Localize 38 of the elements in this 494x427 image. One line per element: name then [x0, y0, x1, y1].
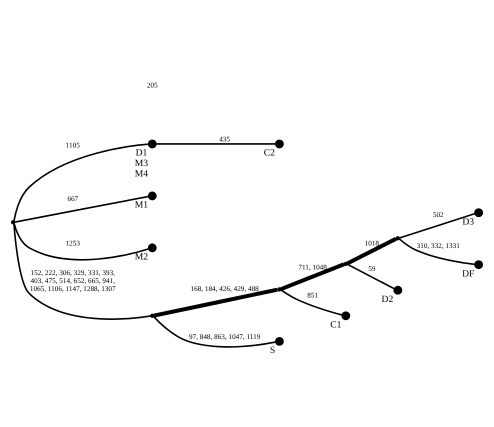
node-circle [341, 311, 350, 320]
node-point [10, 220, 16, 224]
node-circle [474, 208, 484, 218]
node-label: C2 [264, 148, 275, 159]
node-label: M3 [134, 158, 148, 170]
connector [400, 213, 475, 239]
node-point [277, 287, 282, 292]
connector [280, 262, 345, 291]
node-circle [148, 140, 157, 148]
node-circle [274, 140, 284, 148]
node-label: M4 [134, 168, 148, 180]
node-circle [148, 191, 157, 200]
connector [347, 264, 394, 290]
node-label: DF [462, 268, 474, 280]
node-label: D1 [136, 148, 148, 159]
node-circle [148, 243, 157, 252]
node-circle [274, 336, 284, 346]
node-point [344, 262, 348, 266]
connector [14, 196, 148, 223]
node-label: M2 [134, 252, 148, 263]
connector [280, 289, 342, 316]
connector [13, 224, 151, 320]
node-label: M1 [134, 200, 148, 211]
node-circle [474, 260, 484, 270]
connector [154, 288, 278, 318]
node-label: D2 [382, 294, 394, 305]
connector [153, 316, 276, 348]
connector [13, 143, 148, 221]
node-label: D3 [462, 216, 474, 228]
node-point [396, 236, 400, 240]
connector [13, 224, 148, 260]
node-point [150, 314, 154, 318]
connector [399, 238, 474, 266]
node-label: C1 [330, 320, 342, 331]
connector [346, 237, 397, 266]
node-circle [393, 286, 402, 295]
node-label: S [270, 345, 276, 356]
connector [156, 143, 276, 145]
